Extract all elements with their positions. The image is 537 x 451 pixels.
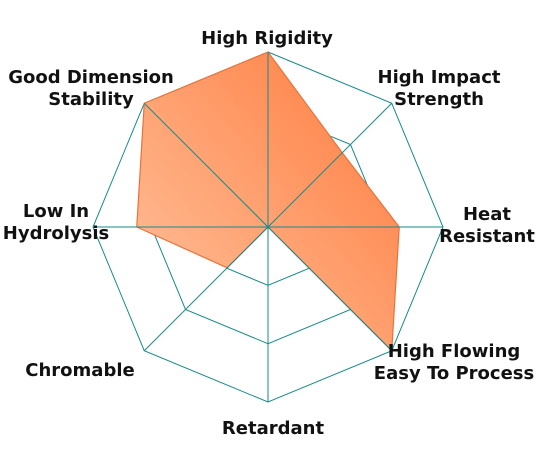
spoke-1 xyxy=(267,102,393,228)
axis-label-0-line-0: High Rigidity xyxy=(201,28,333,49)
spoke-5 xyxy=(143,226,269,352)
axis-label-1-line-0: High Impact xyxy=(378,67,501,88)
axis-label-4-line-0: Retardant xyxy=(222,418,325,439)
axis-label-0: High Rigidity xyxy=(201,28,333,49)
axis-label-7-line-0: Good Dimension xyxy=(8,67,174,88)
spoke-7 xyxy=(143,102,269,228)
axis-label-2-line-0: Heat xyxy=(463,204,511,225)
axis-label-1-line-1: Strength xyxy=(394,89,484,110)
axis-label-2-line-1: Resistant xyxy=(439,226,535,247)
axis-label-5: Chromable xyxy=(25,360,134,381)
axis-label-6-line-1: Hydrolysis xyxy=(3,223,109,244)
radar-spokes xyxy=(93,52,443,402)
axis-label-6-line-0: Low In xyxy=(23,201,89,222)
axis-label-4: Retardant xyxy=(222,418,325,439)
axis-label-7-line-1: Stability xyxy=(48,89,134,110)
spoke-3 xyxy=(267,226,393,352)
axis-label-3-line-1: Easy To Process xyxy=(374,363,534,384)
axis-label-5-line-0: Chromable xyxy=(25,360,134,381)
axis-label-3-line-0: High Flowing xyxy=(388,341,521,362)
